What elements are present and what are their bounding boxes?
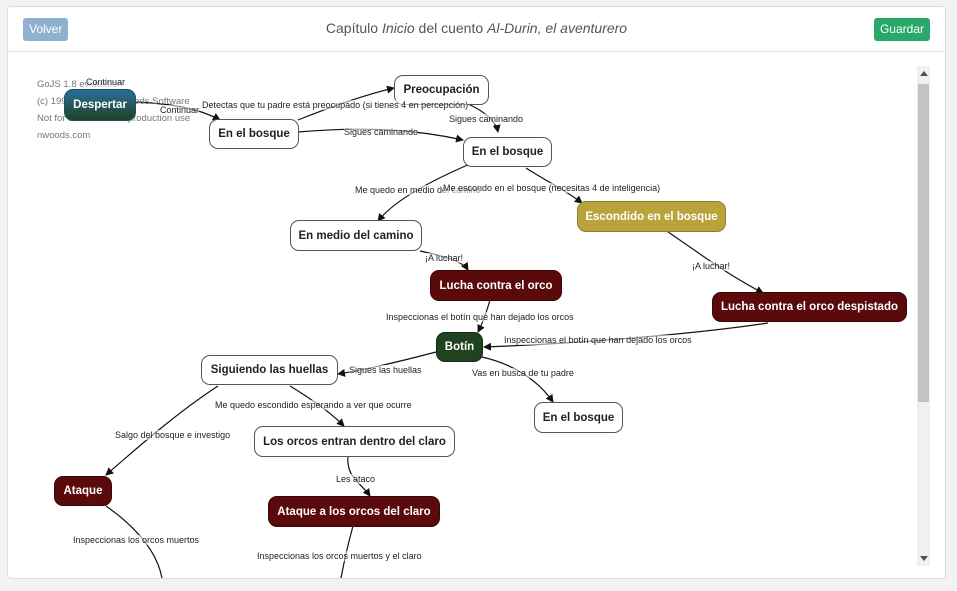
node-en-el-bosque-1[interactable]: En el bosque <box>209 119 299 149</box>
vertical-scrollbar[interactable] <box>917 66 930 566</box>
link-huellas-ataque <box>105 385 219 476</box>
node-siguiendo-las-huellas[interactable]: Siguiendo las huellas <box>201 355 338 385</box>
diagram-canvas[interactable]: GoJS 1.8 evaluation (c) 1998-2017 Northw… <box>8 52 913 578</box>
story-name: Al-Durin, el aventurero <box>487 20 628 36</box>
edge-label: Inspeccionas los orcos muertos y el clar… <box>257 551 422 561</box>
edge-label: ¡A luchar! <box>425 253 464 263</box>
node-botin[interactable]: Botín <box>436 332 483 362</box>
edge-label: Salgo del bosque e investigo <box>115 430 231 440</box>
node-lucha-contra-el-orco[interactable]: Lucha contra el orco <box>430 270 562 301</box>
node-despertar[interactable]: Despertar <box>64 89 136 121</box>
edge-label: Continuar <box>86 77 126 87</box>
node-ataque-orcos-claro[interactable]: Ataque a los orcos del claro <box>268 496 440 527</box>
scroll-thumb[interactable] <box>918 84 929 402</box>
edge-label: Me quedo en medio del camino <box>355 185 481 195</box>
node-en-el-bosque-3[interactable]: En el bosque <box>534 402 623 433</box>
watermark-line: nwoods.com <box>37 130 91 141</box>
title-middle: del cuento <box>418 20 484 36</box>
edge-label: Inspeccionas el botín que han dejado los… <box>504 335 692 345</box>
node-en-medio-del-camino[interactable]: En medio del camino <box>290 220 422 251</box>
edge-label: Continuar <box>160 105 200 115</box>
edge-label: Me quedo escondido esperando a ver que o… <box>215 400 412 410</box>
edge-label: Inspeccionas los orcos muertos <box>73 535 200 545</box>
edge-label: Sigues caminando <box>449 114 524 124</box>
node-escondido[interactable]: Escondido en el bosque <box>577 201 726 232</box>
edge-label: ¡A luchar! <box>692 261 731 271</box>
edge-label: Sigues las huellas <box>349 365 422 375</box>
scroll-up-arrow-icon[interactable] <box>920 71 928 76</box>
scroll-down-arrow-icon[interactable] <box>920 556 928 561</box>
watermark-line: GoJS 1.8 evaluation <box>37 79 123 90</box>
page-title: Capítulo Inicio del cuento Al-Durin, el … <box>8 20 945 36</box>
save-button[interactable]: Guardar <box>873 18 930 41</box>
edge-label: Sigues caminando <box>344 127 419 137</box>
edge-label: Vas en busca de tu padre <box>472 368 574 378</box>
editor-panel: Volver Capítulo Inicio del cuento Al-Dur… <box>7 6 946 579</box>
node-lucha-orco-despistado[interactable]: Lucha contra el orco despistado <box>712 292 907 322</box>
node-orcos-entran-claro[interactable]: Los orcos entran dentro del claro <box>254 426 455 457</box>
title-prefix: Capítulo <box>325 20 379 36</box>
edge-label: Detectas que tu padre está preocupado (s… <box>202 100 469 110</box>
chapter-name: Inicio <box>381 20 415 36</box>
edge-label: Inspeccionas el botín que han dejado los… <box>386 312 574 322</box>
node-ataque[interactable]: Ataque <box>54 476 112 506</box>
header-bar: Volver Capítulo Inicio del cuento Al-Dur… <box>8 7 945 52</box>
node-en-el-bosque-2[interactable]: En el bosque <box>463 137 552 167</box>
edge-label: Les ataco <box>336 474 376 484</box>
link-botin-bosque3 <box>481 356 554 403</box>
back-button[interactable]: Volver <box>23 18 69 41</box>
edge-label: Me escondo en el bosque (necesitas 4 de … <box>443 183 661 193</box>
